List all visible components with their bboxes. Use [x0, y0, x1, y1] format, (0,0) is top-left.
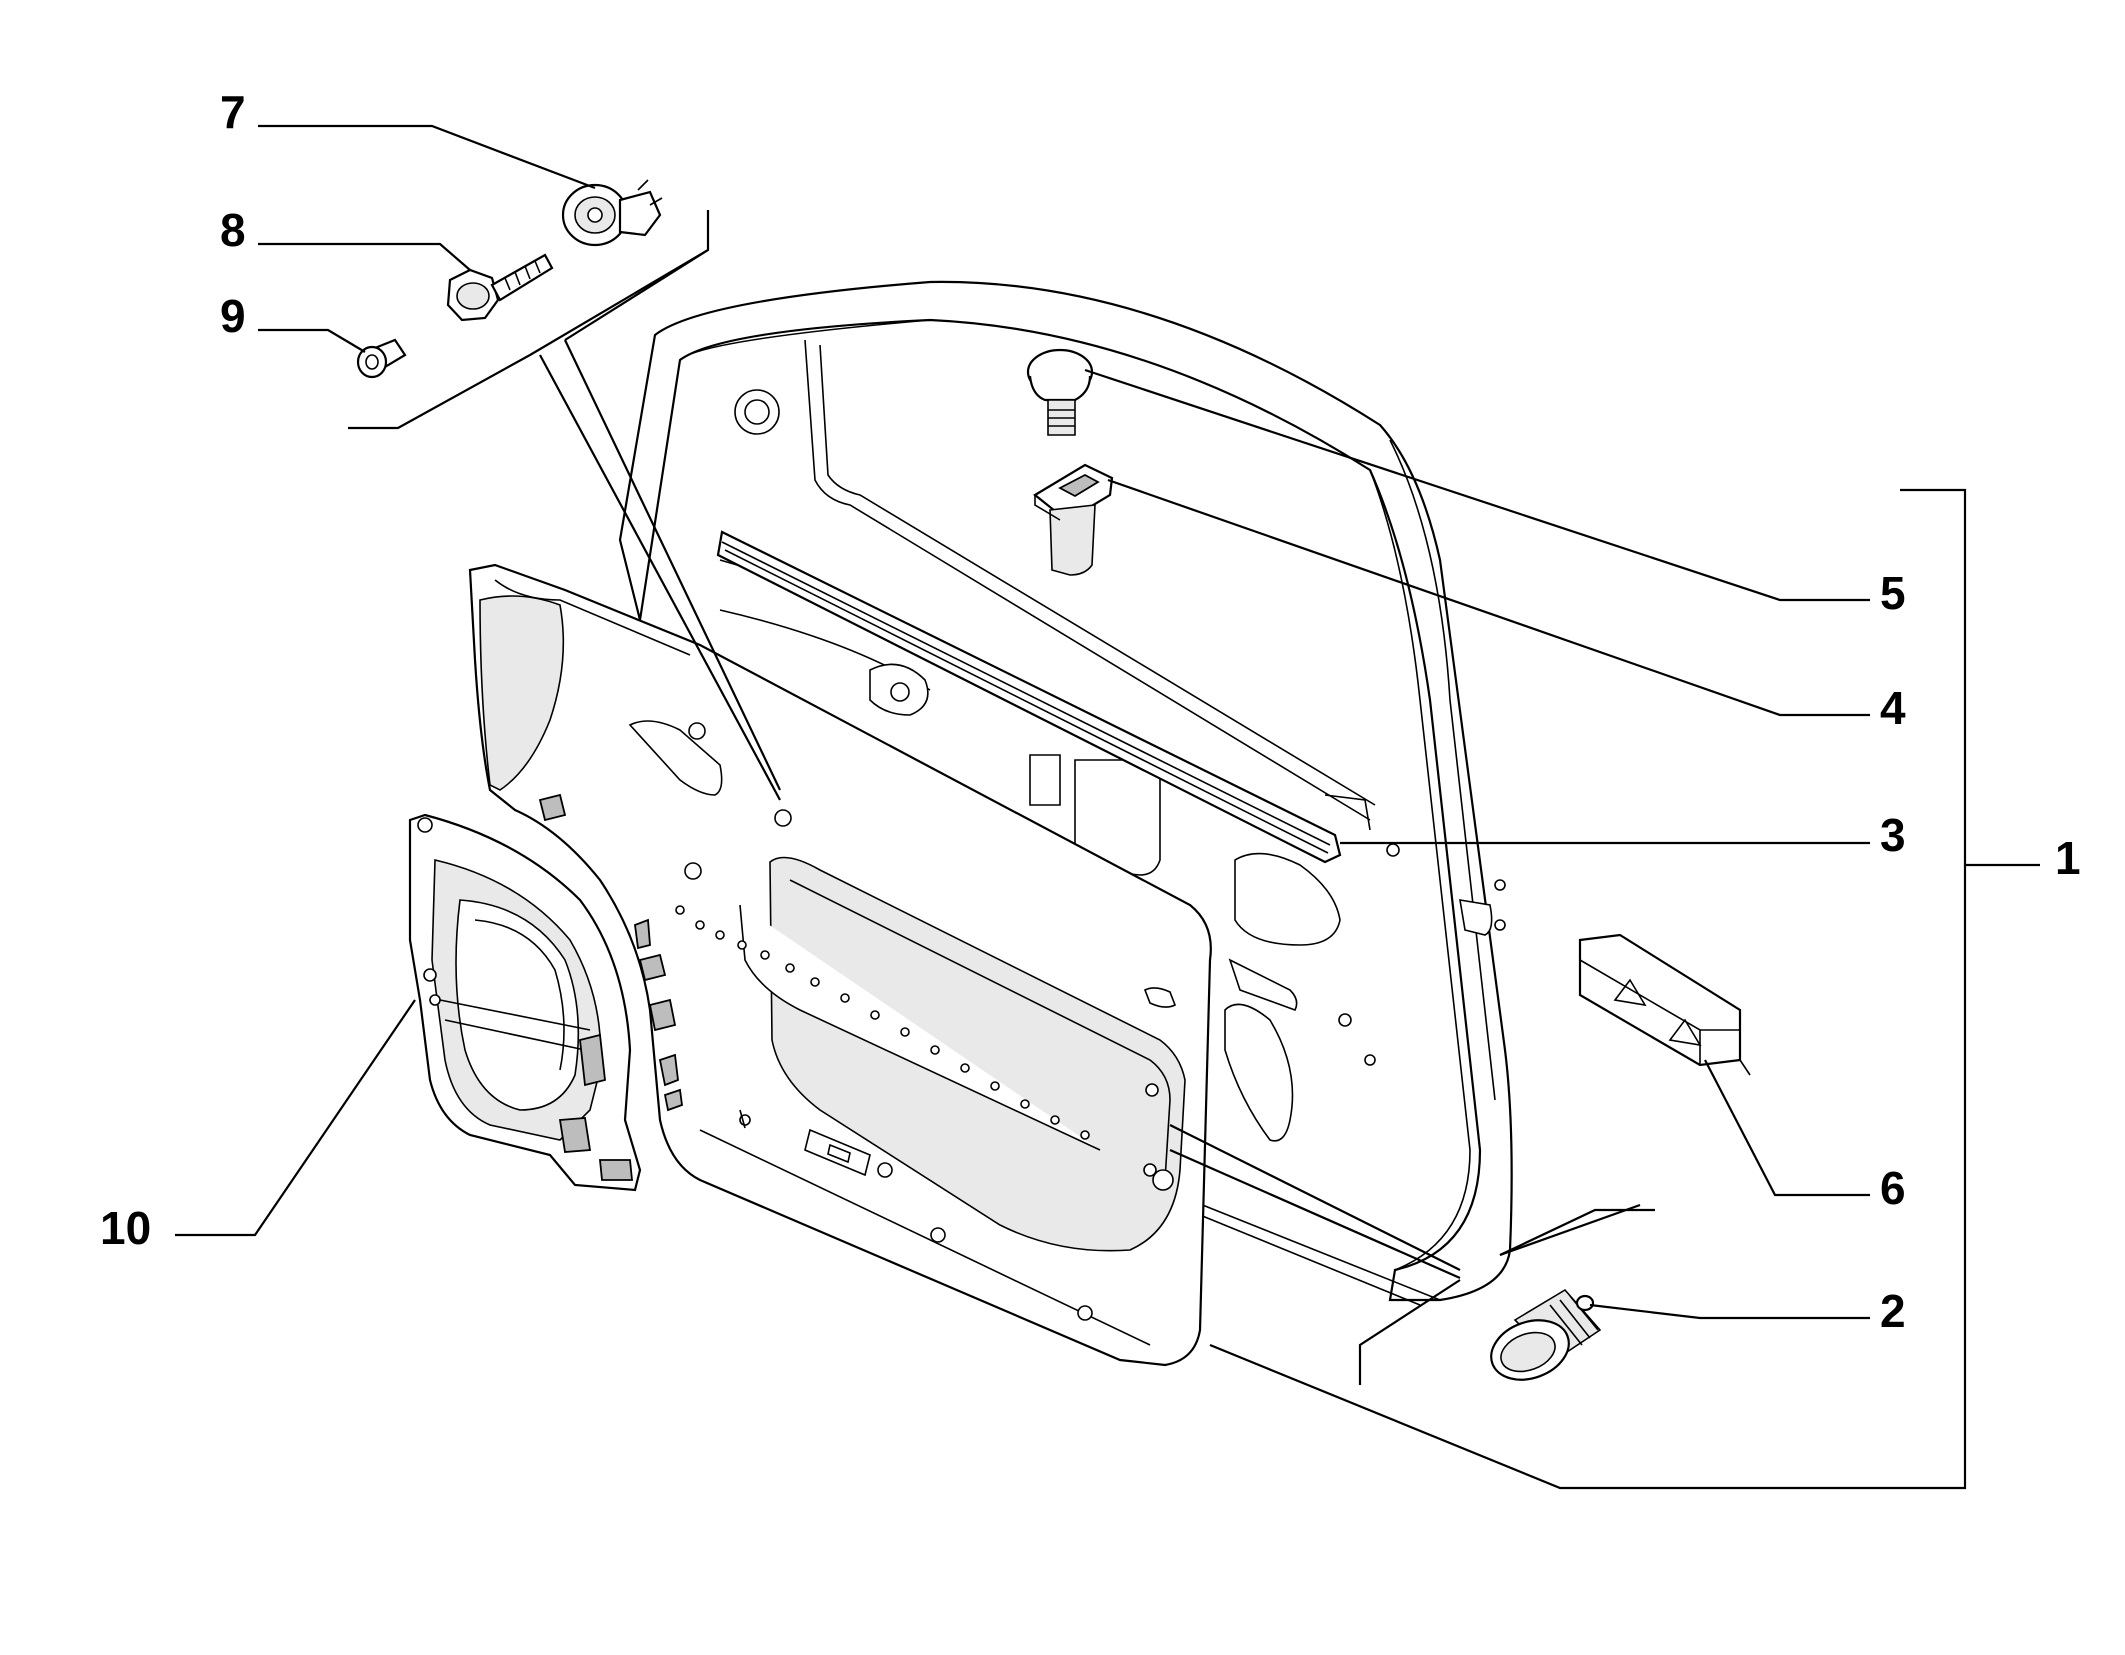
- bumper-stop: [1490, 1288, 1602, 1381]
- callout-9: 9: [220, 290, 246, 342]
- plug-fastener: [1026, 348, 1094, 436]
- speaker-housing: [408, 813, 642, 1192]
- door-trim-panel: [468, 563, 1212, 1367]
- callout-2: 2: [1880, 1285, 1906, 1337]
- flanged-bolt: [446, 253, 554, 322]
- push-clip: [561, 179, 663, 247]
- callout-6: 6: [1880, 1162, 1906, 1214]
- leader-lines: [175, 124, 2040, 1490]
- rivet-row: [675, 905, 1090, 1140]
- belt-weatherstrip: [716, 530, 1342, 864]
- trim-strip: [1578, 933, 1751, 1076]
- callout-numbers: 7 8 9 5 4 3 1 6 2 10: [100, 86, 2081, 1337]
- callout-10: 10: [100, 1202, 151, 1254]
- callout-3: 3: [1880, 809, 1906, 861]
- callout-5: 5: [1880, 567, 1906, 619]
- guide-clip: [1033, 463, 1114, 576]
- callout-8: 8: [220, 204, 246, 256]
- callout-7: 7: [220, 86, 246, 138]
- callout-1: 1: [2055, 832, 2081, 884]
- sleeve-nut: [356, 338, 407, 379]
- callout-4: 4: [1880, 682, 1906, 734]
